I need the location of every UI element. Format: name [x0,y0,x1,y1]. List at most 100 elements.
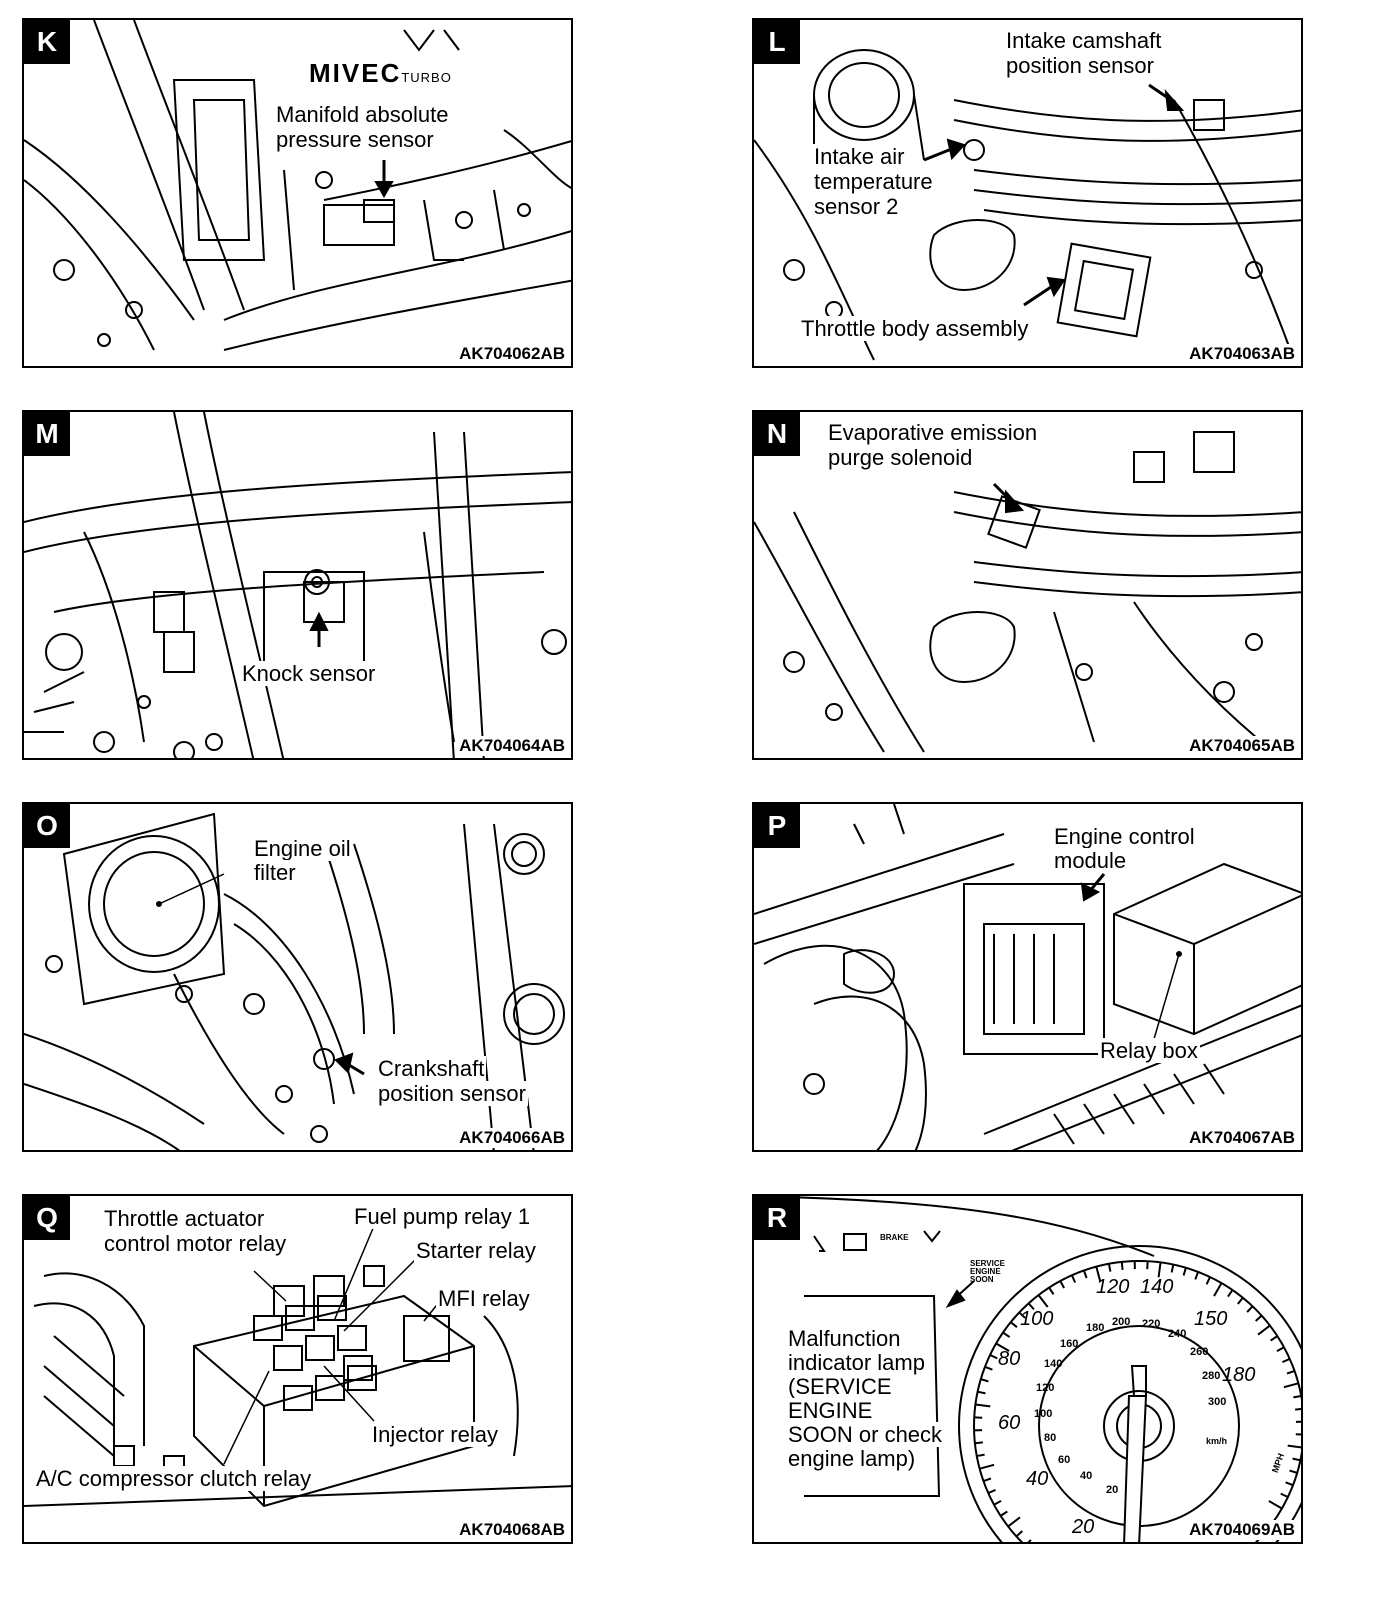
label-mil-line2: indicator lamp [786,1350,927,1375]
label-mil-line3: (SERVICE [786,1374,894,1399]
speedometer-tick [1268,1500,1283,1510]
panel-letter: Q [24,1196,70,1240]
label-mil-line1: Malfunction [786,1326,903,1351]
service-lamp-line2: ENGINE [970,1267,1001,1276]
label-throttle-body: Throttle body assembly [799,316,1031,341]
kmh-60: 60 [1058,1454,1071,1466]
instrument-cluster-illustration [754,1196,1301,1542]
label-map-sensor-line1: Manifold absolute [274,102,451,127]
brake-warning-label: BRAKE [880,1233,909,1242]
brand-text: MIVEC [309,58,402,88]
kmh-80: 80 [1044,1432,1057,1444]
speedometer-tick [1292,1457,1301,1462]
label-evap-line1: Evaporative emission [826,420,1040,445]
figure-code: AK704065AB [1187,736,1297,756]
panel-letter: K [24,20,70,64]
kmh-260: 260 [1190,1346,1209,1358]
speedometer-tick [1048,1287,1055,1295]
speedometer-tick [1283,1382,1299,1389]
speedometer-tick [976,1453,985,1458]
speedometer-tick [1059,1280,1065,1289]
label-starter-relay: Starter relay [414,1238,538,1263]
panel-letter: O [24,804,70,848]
speedometer-tick [1285,1481,1294,1487]
mph-80: 80 [998,1348,1021,1370]
speedometer-tick [1227,1289,1234,1298]
kmh-160: 160 [1060,1338,1079,1350]
label-mil-line6: engine lamp) [786,1446,918,1471]
speedometer-tick [1293,1394,1301,1399]
panel-letter: P [754,804,800,848]
speedometer-tick [979,1463,995,1470]
kmh-100: 100 [1034,1408,1053,1420]
figure-code: AK704068AB [457,1520,567,1540]
speedometer-tick [1182,1267,1187,1276]
kmh-300: 300 [1208,1396,1227,1408]
speedometer-tick [1027,1539,1032,1542]
speedometer-tick [1280,1492,1289,1498]
speedometer-tick [1157,1262,1162,1278]
brand-sub: TURBO [401,70,452,85]
speedometer-tick [1194,1271,1200,1280]
label-throttle-relay-line2: control motor relay [102,1231,289,1256]
label-iat-line2: temperature [812,169,935,194]
speedometer-tick [1070,1274,1077,1283]
mph-60: 60 [998,1412,1021,1434]
speedometer-tick [1287,1444,1301,1449]
service-lamp-line3: SOON [970,1275,994,1284]
kmh-unit: km/h [1206,1436,1228,1446]
panel-q: Q Throttle actuator control motor relay … [22,1194,573,1544]
mph-150: 150 [1194,1308,1228,1330]
label-mil-line4: ENGINE [786,1398,875,1423]
kmh-200: 200 [1112,1316,1131,1328]
engine-illustration [24,412,571,758]
label-camshaft-line1: Intake camshaft [1004,28,1164,53]
label-ecm-line2: module [1052,848,1129,873]
speedometer-tick [1295,1407,1301,1411]
speedometer-tick [1018,1311,1026,1319]
speedometer-tick [975,1403,991,1408]
engine-illustration [24,20,571,351]
label-crank-line1: Crankshaft [376,1056,487,1081]
relay-box-illustration [24,1225,571,1508]
mph-120: 120 [1096,1276,1130,1298]
speedometer-tick [1170,1264,1175,1273]
label-crank-line2: position sensor [376,1081,528,1106]
speedometer-tick [1289,1469,1298,1474]
speedometer-tick [1286,1369,1295,1375]
speedometer-ticks [974,1261,1301,1542]
speedometer-tick [1082,1270,1088,1279]
figure-code: AK704064AB [457,736,567,756]
label-iat-line3: sensor 2 [812,194,901,219]
speedometer-tick [977,1390,986,1395]
engine-illustration [754,431,1301,753]
panel-l: L Intake camshaft position sensor Intake… [752,18,1303,368]
panel-r: R BRAKE SERVICE ENGINE SOON Malfunction … [752,1194,1303,1544]
figure-code: AK704062AB [457,344,567,364]
speedometer-tick [995,1342,1010,1352]
speedometer-tick [1120,1261,1124,1270]
label-knock-sensor: Knock sensor [240,661,378,686]
speedometer-tick [987,1488,996,1495]
figure-code: AK704066AB [457,1128,567,1148]
label-oil-filter-line2: filter [252,860,298,885]
speedometer-tick [1000,1510,1008,1517]
speedometer-tick [1107,1263,1112,1272]
kmh-120: 120 [1036,1382,1055,1394]
mph-100: 100 [1020,1308,1054,1330]
speedometer-tick [980,1378,989,1383]
label-mfi-relay: MFI relay [436,1286,532,1311]
speedometer-tick [1205,1276,1211,1285]
label-relay-box: Relay box [1098,1038,1200,1063]
mph-140: 140 [1140,1276,1174,1298]
speedometer-tick [1257,1324,1271,1336]
speedometer-tick [993,1500,1002,1506]
panel-letter: M [24,412,70,456]
speedometer-tick [984,1365,993,1371]
kmh-20: 20 [1106,1484,1119,1496]
label-mil-line5: SOON or check [786,1422,945,1447]
panel-p: P Engine control module Relay box AK7040… [752,802,1303,1152]
speedometer-tick [1255,1314,1263,1322]
speedometer-tick [1002,1331,1011,1338]
label-ac-clutch-relay: A/C compressor clutch relay [34,1466,314,1491]
